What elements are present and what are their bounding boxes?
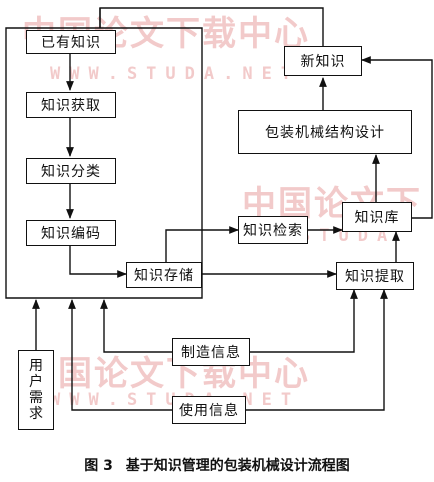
node-knowledge-classification: 知识分类 <box>26 158 116 184</box>
node-existing-knowledge: 已有知识 <box>26 30 116 54</box>
figure-number: 图 3 <box>84 458 113 474</box>
node-packaging-design: 包装机械结构设计 <box>238 110 412 154</box>
arrow-manufacturing-to-outer <box>100 299 172 353</box>
user-needs-char-1: 用 <box>29 358 43 374</box>
user-needs-char-3: 需 <box>29 390 43 406</box>
node-knowledge-storage: 知识存储 <box>126 262 202 288</box>
outer-frame <box>5 27 203 299</box>
node-knowledge-base: 知识库 <box>342 202 412 232</box>
node-usage-info: 使用信息 <box>172 396 246 424</box>
user-needs-char-2: 户 <box>29 374 43 390</box>
arrow-manufacturing-to-extraction <box>250 289 358 353</box>
arrow-usage-to-outer <box>68 299 172 411</box>
arrow-storage-to-retrieval <box>165 226 239 262</box>
node-knowledge-retrieval: 知识检索 <box>238 216 308 244</box>
figure-caption: 图 3 基于知识管理的包装机械设计流程图 <box>0 455 434 475</box>
node-user-needs: 用 户 需 求 <box>18 350 54 430</box>
arrow-usage-to-extraction <box>246 289 388 411</box>
figure-title: 基于知识管理的包装机械设计流程图 <box>125 458 350 474</box>
node-manufacturing-info: 制造信息 <box>172 338 250 366</box>
node-new-knowledge: 新知识 <box>284 46 362 76</box>
node-knowledge-acquisition: 知识获取 <box>26 92 116 118</box>
user-needs-char-4: 求 <box>29 406 43 422</box>
node-knowledge-extraction: 知识提取 <box>336 262 414 290</box>
arrow-encoding-to-storage <box>69 246 127 278</box>
arrow-base-to-new <box>361 56 433 219</box>
arrow-new-to-existing <box>99 7 324 46</box>
node-knowledge-encoding: 知识编码 <box>26 220 116 246</box>
